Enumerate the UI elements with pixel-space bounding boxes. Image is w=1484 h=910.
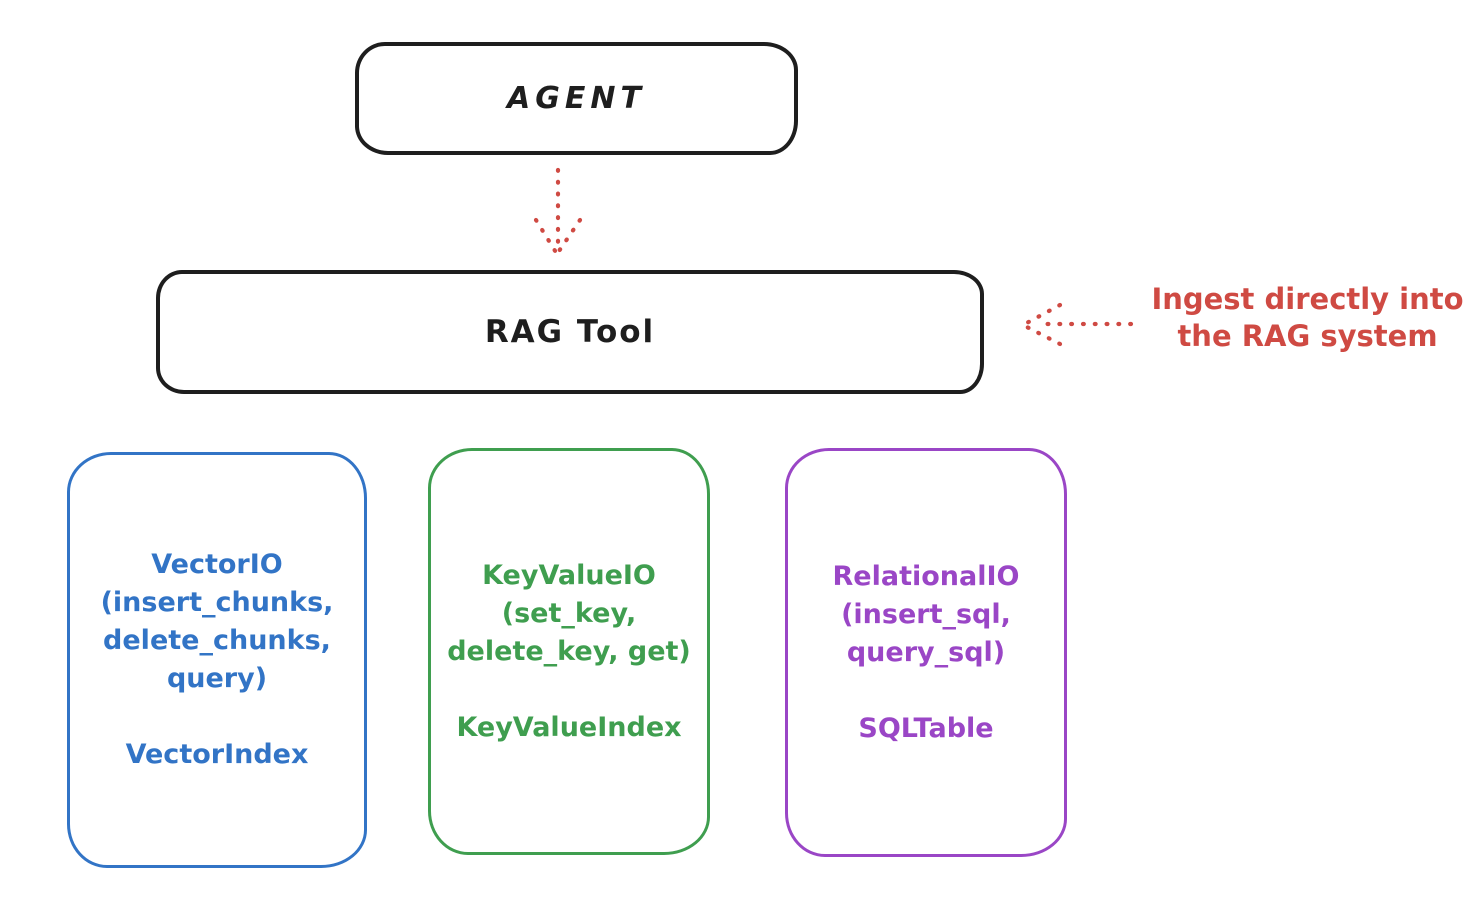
text-line: VectorIO <box>151 549 283 580</box>
text-line: KeyValueIO <box>482 559 656 591</box>
rag-tool-box: RAG Tool <box>156 270 984 394</box>
sqltable-label: SQLTable <box>858 712 994 744</box>
text-line: Ingest directly into <box>1151 282 1464 316</box>
vector-io-box: VectorIO (insert_chunks, delete_chunks,que… <box>67 452 367 868</box>
relational-io-box: RelationalIO (insert_sql, query_sql) SQLTa… <box>785 448 1067 857</box>
text-line: (set_key, <box>501 597 637 629</box>
rag-tool-label: RAG Tool <box>484 314 656 350</box>
keyvalue-io-methods: KeyValueIO (set_key, delete_key, get) <box>447 557 691 671</box>
relational-io-methods: RelationalIO (insert_sql, query_sql) <box>833 558 1020 672</box>
vector-index-label: VectorIndex <box>125 739 309 770</box>
text-line: query_sql) <box>846 636 1006 668</box>
text-line: (insert_chunks, <box>100 587 334 618</box>
vector-io-methods: VectorIO (insert_chunks, delete_chunks,que… <box>101 546 334 698</box>
text-line: delete_key, get) <box>447 635 691 667</box>
ingest-arrow-icon <box>1020 302 1134 347</box>
text-line: RelationalIO <box>832 560 1020 592</box>
agent-label: AGENT <box>507 81 646 116</box>
text-line: the RAG system <box>1177 319 1438 353</box>
keyvalue-index-label: KeyValueIndex <box>456 711 682 743</box>
text-line: delete_chunks, <box>103 625 331 656</box>
agent-box: AGENT <box>355 42 798 155</box>
keyvalue-io-box: KeyValueIO (set_key, delete_key, get) KeyV… <box>428 448 710 855</box>
text-line: query) <box>166 663 268 694</box>
agent-to-rag-arrow-icon <box>533 167 583 257</box>
text-line: (insert_sql, <box>841 598 1011 630</box>
